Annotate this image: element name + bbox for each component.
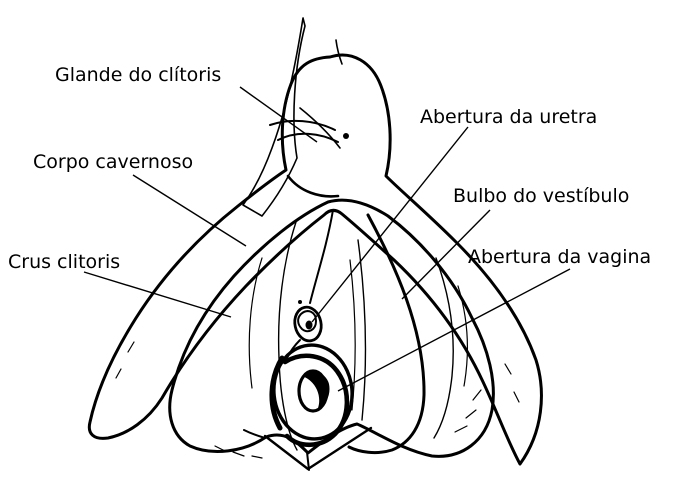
label-corpo-cavernoso: Corpo cavernoso: [33, 151, 193, 173]
leader-bulbo-do-vestibulo: [401, 209, 491, 300]
glans-detail-lines: [269, 107, 349, 198]
leader-glande-do-clitoris: [239, 86, 318, 143]
urethral-opening: [293, 300, 323, 343]
label-abertura-da-uretra: Abertura da uretra: [420, 106, 597, 128]
label-bulbo-do-vestibulo: Bulbo do vestíbulo: [453, 185, 629, 207]
leader-crus-clitoris: [83, 271, 232, 318]
label-crus-clitoris: Crus clitoris: [8, 251, 120, 273]
perineum-fold-lines: [243, 426, 373, 471]
leader-lines: [83, 86, 571, 392]
suspensory-line: [335, 39, 343, 65]
tissue-detail-lines: [115, 209, 520, 459]
label-glande-do-clitoris: Glande do clítoris: [55, 64, 221, 86]
label-abertura-da-vagina: Abertura da vagina: [468, 246, 651, 268]
clitoral-hood-fold: [242, 17, 306, 217]
glans-corpora-crura-shape: [87, 53, 543, 466]
vaginal-opening: [269, 339, 354, 448]
leader-abertura-da-vagina: [337, 268, 571, 392]
vestibular-bulbs-shape: [168, 198, 495, 458]
leader-corpo-cavernoso: [132, 174, 247, 247]
labels: Glande do clítoris Corpo cavernoso Crus …: [8, 64, 651, 273]
leader-abertura-da-uretra: [311, 126, 469, 323]
